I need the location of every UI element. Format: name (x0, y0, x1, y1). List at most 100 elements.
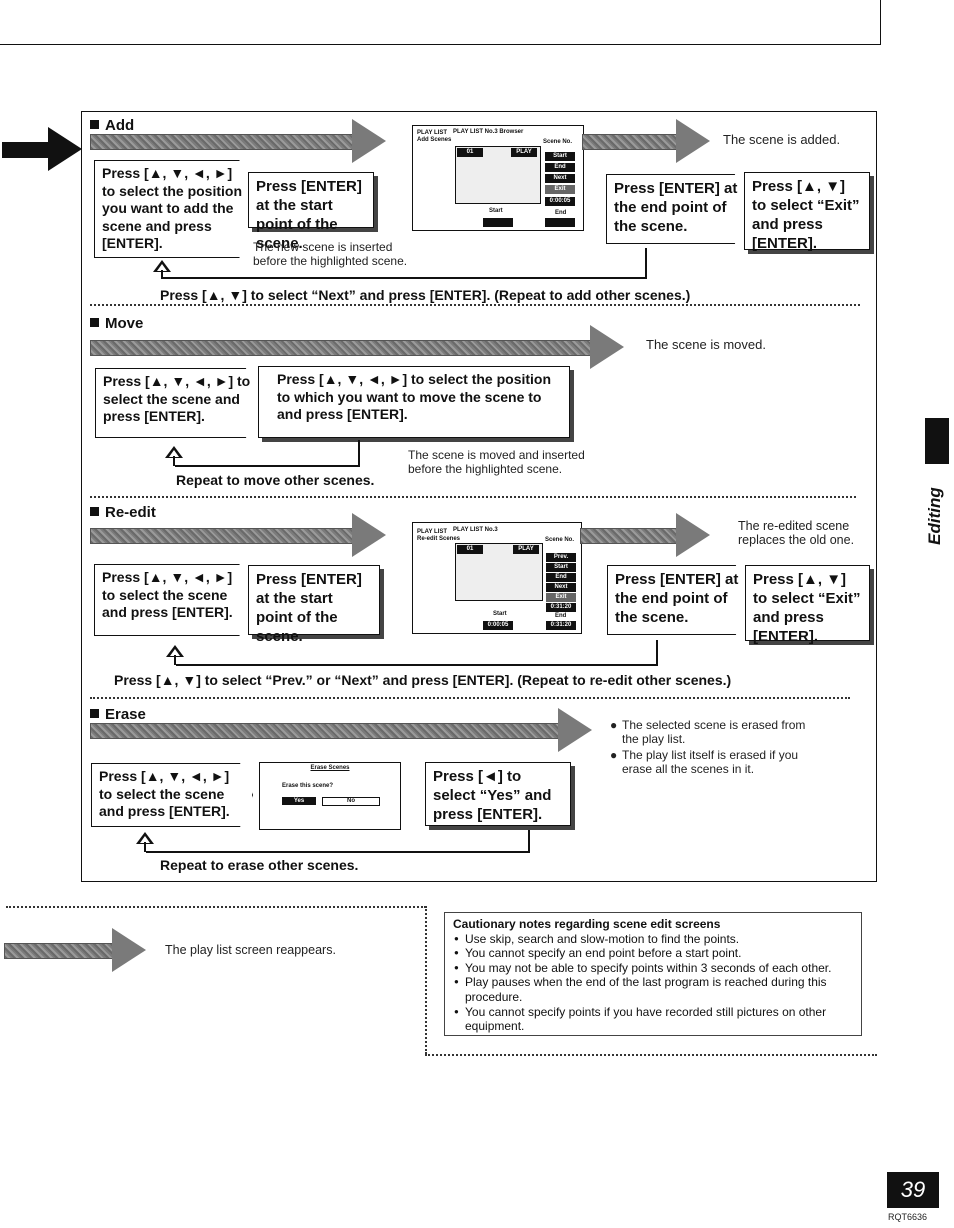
reedit-screen-btn-end[interactable]: End (546, 573, 576, 582)
erase-repeat-instruction: Repeat to erase other scenes. (160, 857, 359, 873)
caution-title: Cautionary notes regarding scene edit sc… (453, 917, 721, 931)
reedit-screen-thumb-num: 01 (457, 545, 483, 554)
reedit-title: Re-edit (90, 504, 156, 521)
add-loop-stem (161, 270, 163, 279)
add-screen-thumb-num: 01 (457, 148, 483, 157)
erase-loop-h (146, 851, 530, 853)
add-screen-btn-end[interactable]: End (545, 163, 575, 172)
footer-divider-bottom (425, 1054, 877, 1056)
reedit-loop-arrow (166, 645, 184, 657)
erase-dialog-title: Erase Scenes (310, 765, 350, 771)
list-item: You cannot specify an end point before a… (454, 946, 853, 961)
add-screen-btn-start[interactable]: Start (545, 152, 575, 161)
reedit-repeat-instruction: Press [▲, ▼] to select “Prev.” or “Next”… (114, 672, 732, 688)
list-item: You cannot specify points if you have re… (454, 1005, 853, 1034)
top-rule (0, 44, 880, 45)
add-screen-start-label: Start (489, 208, 503, 214)
reedit-screen-header1: PLAY LIST (417, 529, 448, 535)
reedit-screen-end-label: End (555, 613, 567, 619)
move-band-head (590, 325, 624, 369)
add-screen-header1: PLAY LIST (417, 130, 448, 136)
add-step1-box: Press [▲, ▼, ◄, ►] to select the positio… (94, 160, 252, 258)
erase-step1-box: Press [▲, ▼, ◄, ►] to select the scene a… (91, 763, 253, 827)
exit-arrow-head (112, 928, 146, 972)
add-screen-status: PLAY (511, 148, 537, 157)
page-number: 39 (887, 1172, 939, 1208)
reedit-band-2 (580, 528, 682, 544)
erase-result-2: ● The play list itself is erased if you … (610, 748, 799, 776)
add-result: The scene is added. (723, 132, 841, 147)
reedit-loop-v (656, 640, 658, 665)
add-band-1-head (352, 119, 386, 163)
reedit-band-1-head (352, 513, 386, 557)
add-step4-box: Press [▲, ▼] to select “Exit” and press … (744, 172, 870, 252)
erase-dialog-question: Erase this scene? (282, 783, 334, 789)
reedit-loop-h (176, 664, 658, 666)
reedit-screen-scene-no: Scene No. (545, 537, 575, 543)
add-divider (90, 304, 860, 306)
reedit-screen-btn-exit[interactable]: Exit (546, 593, 576, 602)
add-loop-arrow (153, 260, 171, 272)
entry-arrow-band (2, 142, 54, 158)
add-inserted-note: The new scene is inserted before the hig… (253, 240, 408, 268)
move-title: Move (90, 315, 143, 332)
bullet-icon: ● (610, 748, 618, 762)
reedit-screen-status: PLAY (513, 545, 539, 554)
reedit-screen-time-top: 0:31:20 (546, 603, 576, 612)
reedit-screen: PLAY LIST Re-edit Scenes PLAY LIST No.3 … (412, 522, 582, 634)
add-step2-box: Press [ENTER] at the start point of the … (248, 172, 374, 252)
reedit-screen-btn-prev[interactable]: Prev. (546, 553, 576, 562)
add-screen-start-bar (483, 218, 513, 227)
reedit-band-1 (90, 528, 358, 544)
add-title: Add (90, 117, 134, 134)
list-item: Use skip, search and slow-motion to find… (454, 932, 853, 947)
erase-title: Erase (90, 706, 146, 723)
top-rule-corner (880, 0, 881, 45)
erase-loop-arrow (136, 832, 154, 844)
bullet-icon: ● (610, 718, 618, 732)
erase-dialog-yes[interactable]: Yes (282, 797, 316, 805)
add-screen-btn-exit[interactable]: Exit (545, 185, 575, 194)
reedit-divider (90, 697, 850, 699)
footer-divider-left (6, 906, 426, 908)
add-screen-end-bar (545, 218, 575, 227)
add-screen-time: 0:00:05 (545, 197, 575, 206)
move-band (90, 340, 594, 356)
list-item: Play pauses when the end of the last pro… (454, 975, 853, 1004)
add-screen-end-label: End (555, 210, 567, 216)
reedit-result: The re-edited scene replaces the old one… (738, 519, 855, 547)
move-loop-v (358, 440, 360, 466)
reedit-screen-btn-next[interactable]: Next (546, 583, 576, 592)
move-divider (90, 496, 856, 498)
add-repeat-instruction: Press [▲, ▼] to select “Next” and press … (160, 287, 691, 303)
exit-arrow-band (4, 943, 116, 959)
erase-band-head (558, 708, 592, 752)
list-item: You may not be able to specify points wi… (454, 961, 853, 976)
move-repeat-instruction: Repeat to move other scenes. (176, 472, 375, 488)
document-code: RQT6636 (888, 1212, 928, 1222)
move-loop-stem (173, 456, 175, 466)
reedit-screen-btn-start[interactable]: Start (546, 563, 576, 572)
reedit-screen-time-start: 0:00:05 (483, 621, 513, 630)
erase-loop-stem (144, 842, 146, 852)
add-screen: PLAY LIST Add Scenes PLAY LIST No.3 Brow… (412, 125, 584, 231)
move-step1-box: Press [▲, ▼, ◄, ►] to select the scene a… (95, 368, 259, 438)
reedit-step3-box: Press [ENTER] at the end point of the sc… (607, 565, 747, 635)
move-loop-h (175, 465, 360, 467)
erase-dialog-no[interactable]: No (322, 797, 380, 806)
caution-list: Use skip, search and slow-motion to find… (453, 932, 853, 1034)
reedit-screen-tab: PLAY LIST No.3 (453, 527, 498, 533)
add-loop-h (163, 277, 647, 279)
erase-loop-v (528, 830, 530, 852)
add-band-1 (90, 134, 358, 150)
reedit-screen-time-end: 0:31:20 (546, 621, 576, 630)
add-band-2-head (676, 119, 710, 163)
add-screen-scene-no: Scene No. (543, 139, 573, 145)
move-note: The scene is moved and inserted before t… (408, 448, 585, 476)
add-screen-btn-next[interactable]: Next (545, 174, 575, 183)
add-step3-box: Press [ENTER] at the end point of the sc… (606, 174, 746, 244)
reedit-screen-header2: Re-edit Scenes (417, 536, 461, 542)
add-band-2 (582, 134, 680, 150)
main-frame (81, 111, 877, 882)
caution-box: Cautionary notes regarding scene edit sc… (444, 912, 862, 1036)
